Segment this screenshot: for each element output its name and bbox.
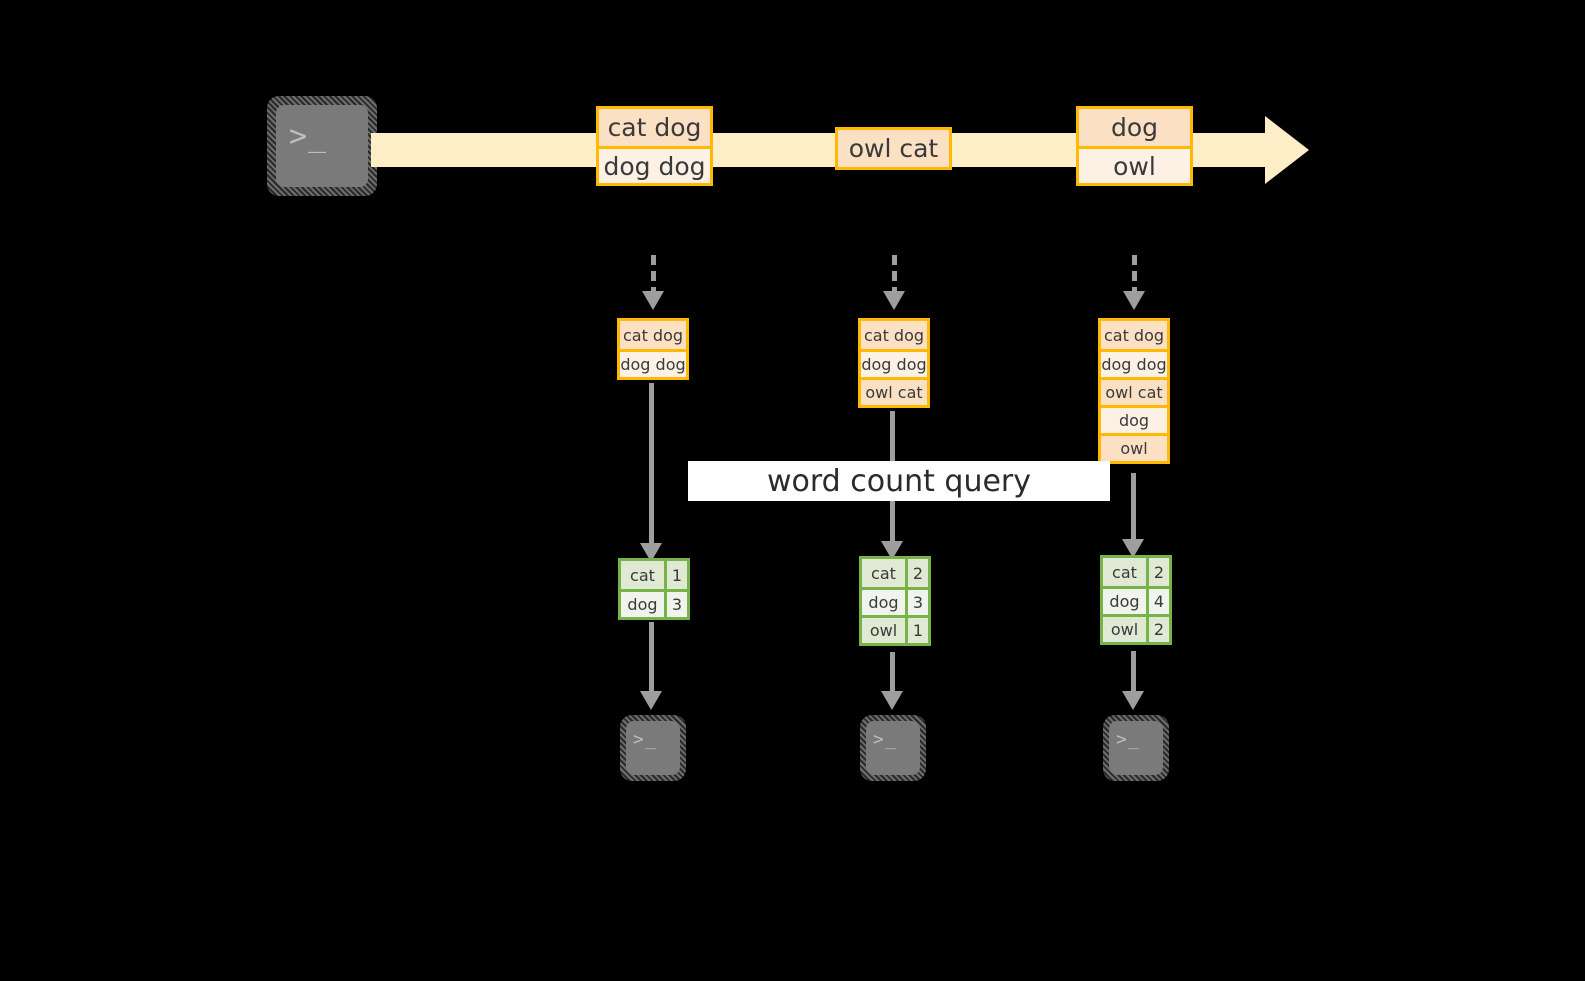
stream-batch-box-3: dog owl (1076, 106, 1193, 186)
result-to-sink-connector-3 (1131, 651, 1136, 698)
stream-batch-line: cat dog (599, 109, 710, 146)
result-word: owl (862, 618, 905, 643)
result-word: owl (1103, 617, 1146, 642)
terminal-body (276, 105, 368, 187)
result-word: dog (1103, 589, 1146, 614)
result-word: dog (621, 592, 664, 617)
result-row: owl 2 (1103, 614, 1169, 642)
stream-to-stack-connector-1 (651, 255, 656, 297)
terminal-body (626, 721, 680, 775)
result-to-sink-connector-2 (890, 652, 895, 698)
terminal-body (866, 721, 920, 775)
stream-to-stack-arrowhead-1 (642, 291, 664, 310)
input-stack-column-1: cat dog dog dog (617, 318, 689, 380)
query-arrowhead-1 (640, 543, 662, 562)
stream-arrow-head (1265, 116, 1309, 184)
input-stack-column-2: cat dog dog dog owl cat (858, 318, 930, 408)
input-stack-line: dog dog (1101, 349, 1167, 377)
result-table-column-1: cat 1 dog 3 (618, 558, 690, 620)
stream-to-stack-connector-3 (1132, 255, 1137, 297)
result-table-column-2: cat 2 dog 3 owl 1 (859, 556, 931, 646)
input-stack-column-3: cat dog dog dog owl cat dog owl (1098, 318, 1170, 464)
query-arrowhead-3 (1122, 539, 1144, 558)
result-count: 2 (904, 559, 928, 587)
stream-batch-line: dog dog (599, 146, 710, 183)
result-row: owl 1 (862, 615, 928, 643)
result-word: dog (862, 590, 905, 615)
result-row: cat 2 (1103, 558, 1169, 586)
terminal-prompt-icon: >_ (633, 729, 657, 750)
sink-terminal-icon-3: >_ (1103, 715, 1169, 781)
result-to-sink-arrowhead-1 (640, 691, 662, 710)
result-count: 3 (663, 592, 687, 617)
result-word: cat (621, 561, 664, 589)
sink-terminal-icon-1: >_ (620, 715, 686, 781)
sink-terminal-icon-2: >_ (860, 715, 926, 781)
query-arrowhead-2 (881, 541, 903, 560)
query-connector-1 (649, 383, 654, 551)
terminal-prompt-icon: >_ (873, 729, 897, 750)
result-row: cat 2 (862, 559, 928, 587)
result-row: cat 1 (621, 561, 687, 589)
result-table-column-3: cat 2 dog 4 owl 2 (1100, 555, 1172, 645)
result-to-sink-arrowhead-3 (1122, 691, 1144, 710)
input-stack-line: owl (1101, 433, 1167, 461)
result-count: 3 (904, 590, 928, 615)
input-stack-line: dog dog (620, 349, 686, 377)
input-stack-line: cat dog (1101, 321, 1167, 349)
source-terminal-icon: >_ (267, 96, 377, 196)
query-connector-3 (1131, 473, 1136, 551)
input-stack-line: owl cat (861, 377, 927, 405)
stream-to-stack-connector-2 (892, 255, 897, 297)
stream-to-stack-arrowhead-3 (1123, 291, 1145, 310)
query-label-band: word count query (688, 461, 1110, 501)
result-count: 2 (1145, 617, 1169, 642)
input-stack-line: cat dog (861, 321, 927, 349)
stream-batch-line: owl cat (838, 130, 949, 167)
result-to-sink-connector-1 (649, 622, 654, 698)
stream-batch-line: owl (1079, 146, 1190, 183)
stream-batch-box-2: owl cat (835, 127, 952, 170)
result-row: dog 3 (621, 589, 687, 617)
result-word: cat (862, 559, 905, 587)
input-stack-line: owl cat (1101, 377, 1167, 405)
result-count: 1 (663, 561, 687, 589)
result-count: 2 (1145, 558, 1169, 586)
terminal-prompt-icon: >_ (289, 119, 328, 154)
input-stack-line: dog (1101, 405, 1167, 433)
result-to-sink-arrowhead-2 (881, 691, 903, 710)
input-stack-line: dog dog (861, 349, 927, 377)
result-count: 1 (904, 618, 928, 643)
terminal-prompt-icon: >_ (1116, 729, 1140, 750)
result-row: dog 3 (862, 587, 928, 615)
query-label-text: word count query (766, 463, 1032, 499)
result-word: cat (1103, 558, 1146, 586)
result-row: dog 4 (1103, 586, 1169, 614)
stream-batch-box-1: cat dog dog dog (596, 106, 713, 186)
stream-to-stack-arrowhead-2 (883, 291, 905, 310)
terminal-body (1109, 721, 1163, 775)
input-stack-line: cat dog (620, 321, 686, 349)
stream-batch-line: dog (1079, 109, 1190, 146)
result-count: 4 (1145, 589, 1169, 614)
